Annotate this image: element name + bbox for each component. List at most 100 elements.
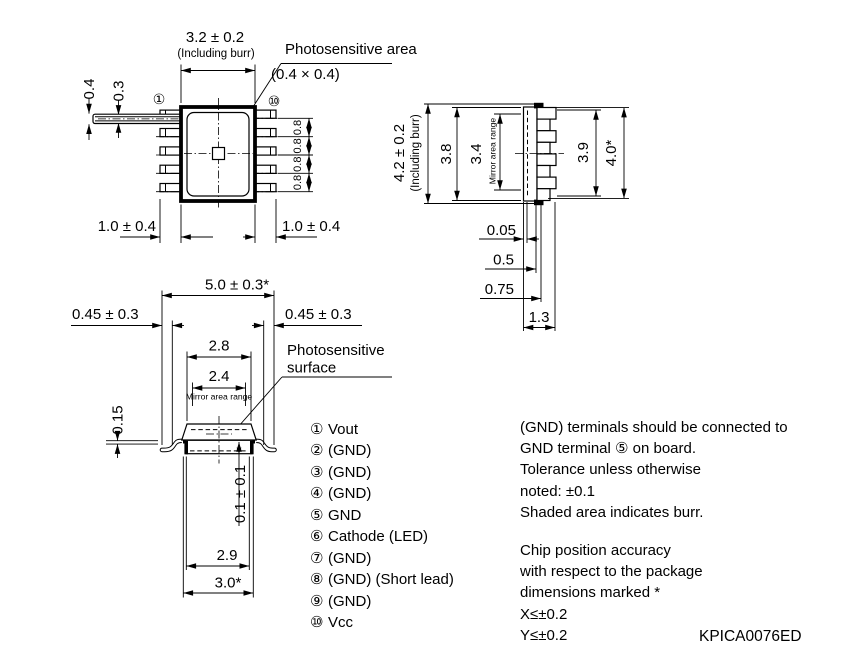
pin-number: ⑥ [310, 528, 324, 546]
front-base-width-label: 2.9 [217, 547, 238, 564]
side-lead-span-dimension: 3.9 [557, 109, 601, 197]
note-line: noted: ±0.1 [520, 482, 595, 500]
burr-tab-top [534, 102, 544, 109]
burr-tab-bottom [534, 199, 544, 206]
side-overall-label: 4.0* [603, 139, 620, 166]
pin-row: ②(GND) [310, 440, 454, 461]
front-base-width-dimensions: 2.9 3.0* [182, 456, 254, 598]
side-depth-dimensions: 0.05 0.5 0.75 1.3 [479, 202, 556, 331]
side-view-package-body [515, 102, 564, 206]
lead-length-right-label: 1.0 ± 0.4 [282, 218, 340, 235]
front-mirror-width-label: 2.4 [209, 368, 230, 385]
pin-number: ⑤ [310, 506, 324, 524]
pin10-marker: ⑩ [268, 93, 281, 109]
note-line: X≤±0.2 [520, 605, 568, 623]
pin-label: Vcc [328, 614, 354, 632]
lead-length-left-label: 1.0 ± 0.4 [98, 218, 156, 235]
side-lead-span-label: 3.9 [575, 142, 592, 163]
photosensitive-area-square [211, 146, 226, 161]
note-line: Tolerance unless otherwise [520, 461, 701, 479]
front-top-width-label: 2.8 [209, 338, 230, 355]
side-view: 4.2 ± 0.2 (Including burr) 3.8 3.4 Mirro… [391, 102, 629, 331]
pin-label: (GND) [328, 549, 372, 567]
note-line: GND terminal ⑤ on board. [520, 440, 697, 458]
pitch-dim-3: 0.8 [292, 157, 304, 172]
photosensitive-area-size: (0.4 × 0.4) [271, 66, 340, 83]
note-line: (GND) terminals should be connected to [520, 419, 788, 436]
note-line: dimensions marked * [520, 584, 661, 602]
photosensitive-surface-label-2: surface [287, 360, 336, 377]
lead-inner-thickness-label: 0.3 [111, 81, 128, 102]
pitch-dim-4: 0.8 [292, 175, 304, 190]
photosensitive-surface-label-1: Photosensitive [287, 342, 385, 359]
pin-label: (GND) (Short lead) [328, 571, 454, 589]
pin-row: ⑨(GND) [310, 591, 454, 612]
pin-number: ② [310, 442, 324, 460]
photosensitive-area-callout: Photosensitive area (0.4 × 0.4) [227, 41, 417, 147]
side-mirror-range-dimension: 3.4 Mirror area range [468, 113, 521, 191]
front-standoff-dimension: 0.1 ± 0.1 [232, 442, 249, 526]
side-depth-label: 0.75 [485, 281, 514, 298]
pin-number: ① [310, 421, 324, 438]
side-body-height-label: 3.8 [438, 144, 455, 165]
front-view: 5.0 ± 0.3* 0.45 ± 0.3 0.45 ± 0.3 2.8 2.4… [71, 277, 392, 598]
note-line: Shaded area indicates burr. [520, 503, 704, 521]
pitch-dim-2: 0.8 [292, 138, 304, 153]
pin-number: ⑦ [310, 549, 324, 567]
pin1-long-lead [92, 113, 186, 125]
front-view-package-body [159, 416, 277, 464]
pin1-marker: ① [153, 91, 166, 107]
front-foot-dimensions: 0.45 ± 0.3 0.45 ± 0.3 [71, 306, 362, 445]
front-overall-label: 5.0 ± 0.3* [205, 277, 269, 294]
front-mirror-range-dimension: 2.4 Mirror area range [186, 368, 252, 406]
pin-number: ⑨ [310, 592, 324, 610]
pin-label: Vout [328, 421, 359, 438]
front-foot-right-label: 0.45 ± 0.3 [285, 306, 352, 323]
pin-number: ⑩ [310, 614, 324, 632]
side-height-burr-note: (Including burr) [410, 114, 422, 192]
pin-label: (GND) [328, 442, 372, 460]
photosensitive-area-label: Photosensitive area [285, 41, 417, 58]
side-body-height-dimension: 3.8 [438, 107, 521, 201]
side-overall-dimension: 4.0* [548, 107, 629, 199]
front-step-label: 0.15 [110, 405, 127, 434]
side-standoff-label: 0.05 [487, 222, 516, 239]
general-notes: (GND) terminals should be connected to G… [520, 417, 850, 523]
note-line: Chip position accuracy [520, 542, 671, 559]
top-width-dim-label: 3.2 ± 0.2 [186, 29, 244, 46]
pin-row: ④(GND) [310, 483, 454, 504]
side-mirror-range-label: Mirror area range [488, 118, 498, 185]
lead-thickness-dimensions: 0.4 0.3 [81, 79, 128, 140]
top-view-package-body [92, 98, 280, 210]
top-view-width-dimension: 3.2 ± 0.2 (Including burr) [177, 29, 256, 103]
front-base-width-star-label: 3.0* [215, 575, 242, 592]
pin-number: ⑧ [310, 571, 324, 589]
front-top-width-dimension: 2.8 [186, 338, 252, 421]
pin-label: (GND) [328, 592, 372, 610]
side-lead-width-label: 0.5 [493, 252, 514, 269]
pin-label: Cathode (LED) [328, 528, 429, 546]
top-width-burr-note: (Including burr) [177, 48, 255, 60]
pin-row: ⑦(GND) [310, 548, 454, 569]
front-standoff-label: 0.1 ± 0.1 [232, 465, 249, 523]
side-mirror-height-label: 3.4 [468, 144, 485, 165]
note-line: Y≤±0.2 [520, 626, 568, 644]
top-view: 3.2 ± 0.2 (Including burr) Photosensitiv… [81, 29, 417, 243]
front-step-dimension: 0.15 [106, 405, 158, 458]
front-foot-left-label: 0.45 ± 0.3 [72, 306, 139, 323]
photosensitive-surface-callout: Photosensitive surface [230, 342, 392, 436]
side-height-burr-label: 4.2 ± 0.2 [391, 124, 408, 182]
pin-label: (GND) [328, 463, 372, 481]
lead-length-dimensions: 1.0 ± 0.4 1.0 ± 0.4 [98, 199, 340, 243]
side-height-burr-dimension: 4.2 ± 0.2 (Including burr) [391, 103, 543, 204]
chip-position-notes: Chip position accuracy with respect to t… [520, 540, 850, 646]
pin-row: ③(GND) [310, 462, 454, 483]
pin-row: ⑧(GND) (Short lead) [310, 569, 454, 590]
pin-label: (GND) [328, 485, 372, 503]
